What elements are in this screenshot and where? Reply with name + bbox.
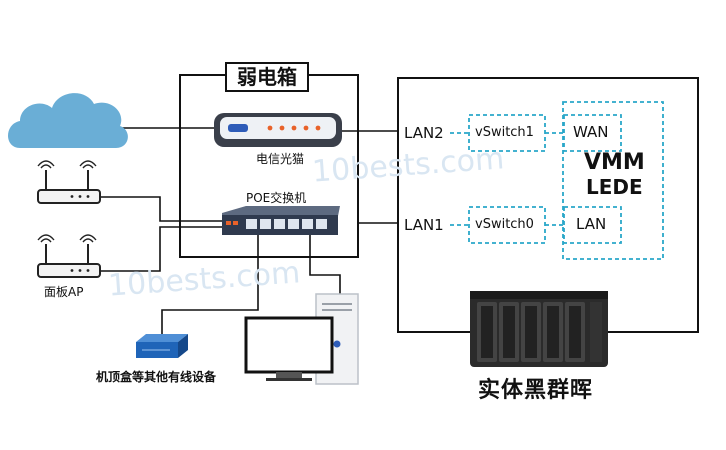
link-switch-stb [161, 232, 259, 340]
switch-icon [222, 206, 340, 235]
nas-icon [470, 291, 608, 367]
wireless-ap-icon [37, 234, 101, 278]
stb-label: 机顶盒等其他有线设备 [96, 370, 217, 384]
cloud-icon [8, 93, 128, 148]
vswitch1-label: vSwitch1 [475, 125, 534, 140]
link-switch-pc [309, 232, 341, 295]
lan2-port-label: LAN2 [404, 124, 444, 142]
lan-box [563, 206, 622, 244]
nas-label: 实体黑群晖 [478, 378, 594, 403]
lede-label: LEDE [586, 175, 643, 199]
links [100, 127, 398, 340]
lan-label: LAN [576, 215, 607, 233]
link-ap1-switch [100, 196, 222, 222]
poe-switch-label: POE交换机 [246, 191, 307, 205]
modem-label: 电信光猫 [256, 152, 305, 166]
vswitch0-label: vSwitch0 [475, 217, 534, 232]
modem-icon [214, 113, 342, 147]
wireless-ap-icon [37, 160, 101, 204]
wan-box [563, 114, 622, 152]
weak-box-title: 弱电箱 [225, 62, 309, 92]
lan1-port-label: LAN1 [404, 216, 444, 234]
set-top-box-icon [136, 334, 188, 358]
wan-label: WAN [573, 123, 609, 141]
desktop-pc-icon [244, 293, 359, 385]
link-ap2-switch [100, 226, 222, 272]
vmm-box [562, 101, 664, 260]
virtual-links [450, 101, 664, 260]
ap-label: 面板AP [44, 285, 84, 299]
vmm-label: VMM [584, 150, 645, 175]
